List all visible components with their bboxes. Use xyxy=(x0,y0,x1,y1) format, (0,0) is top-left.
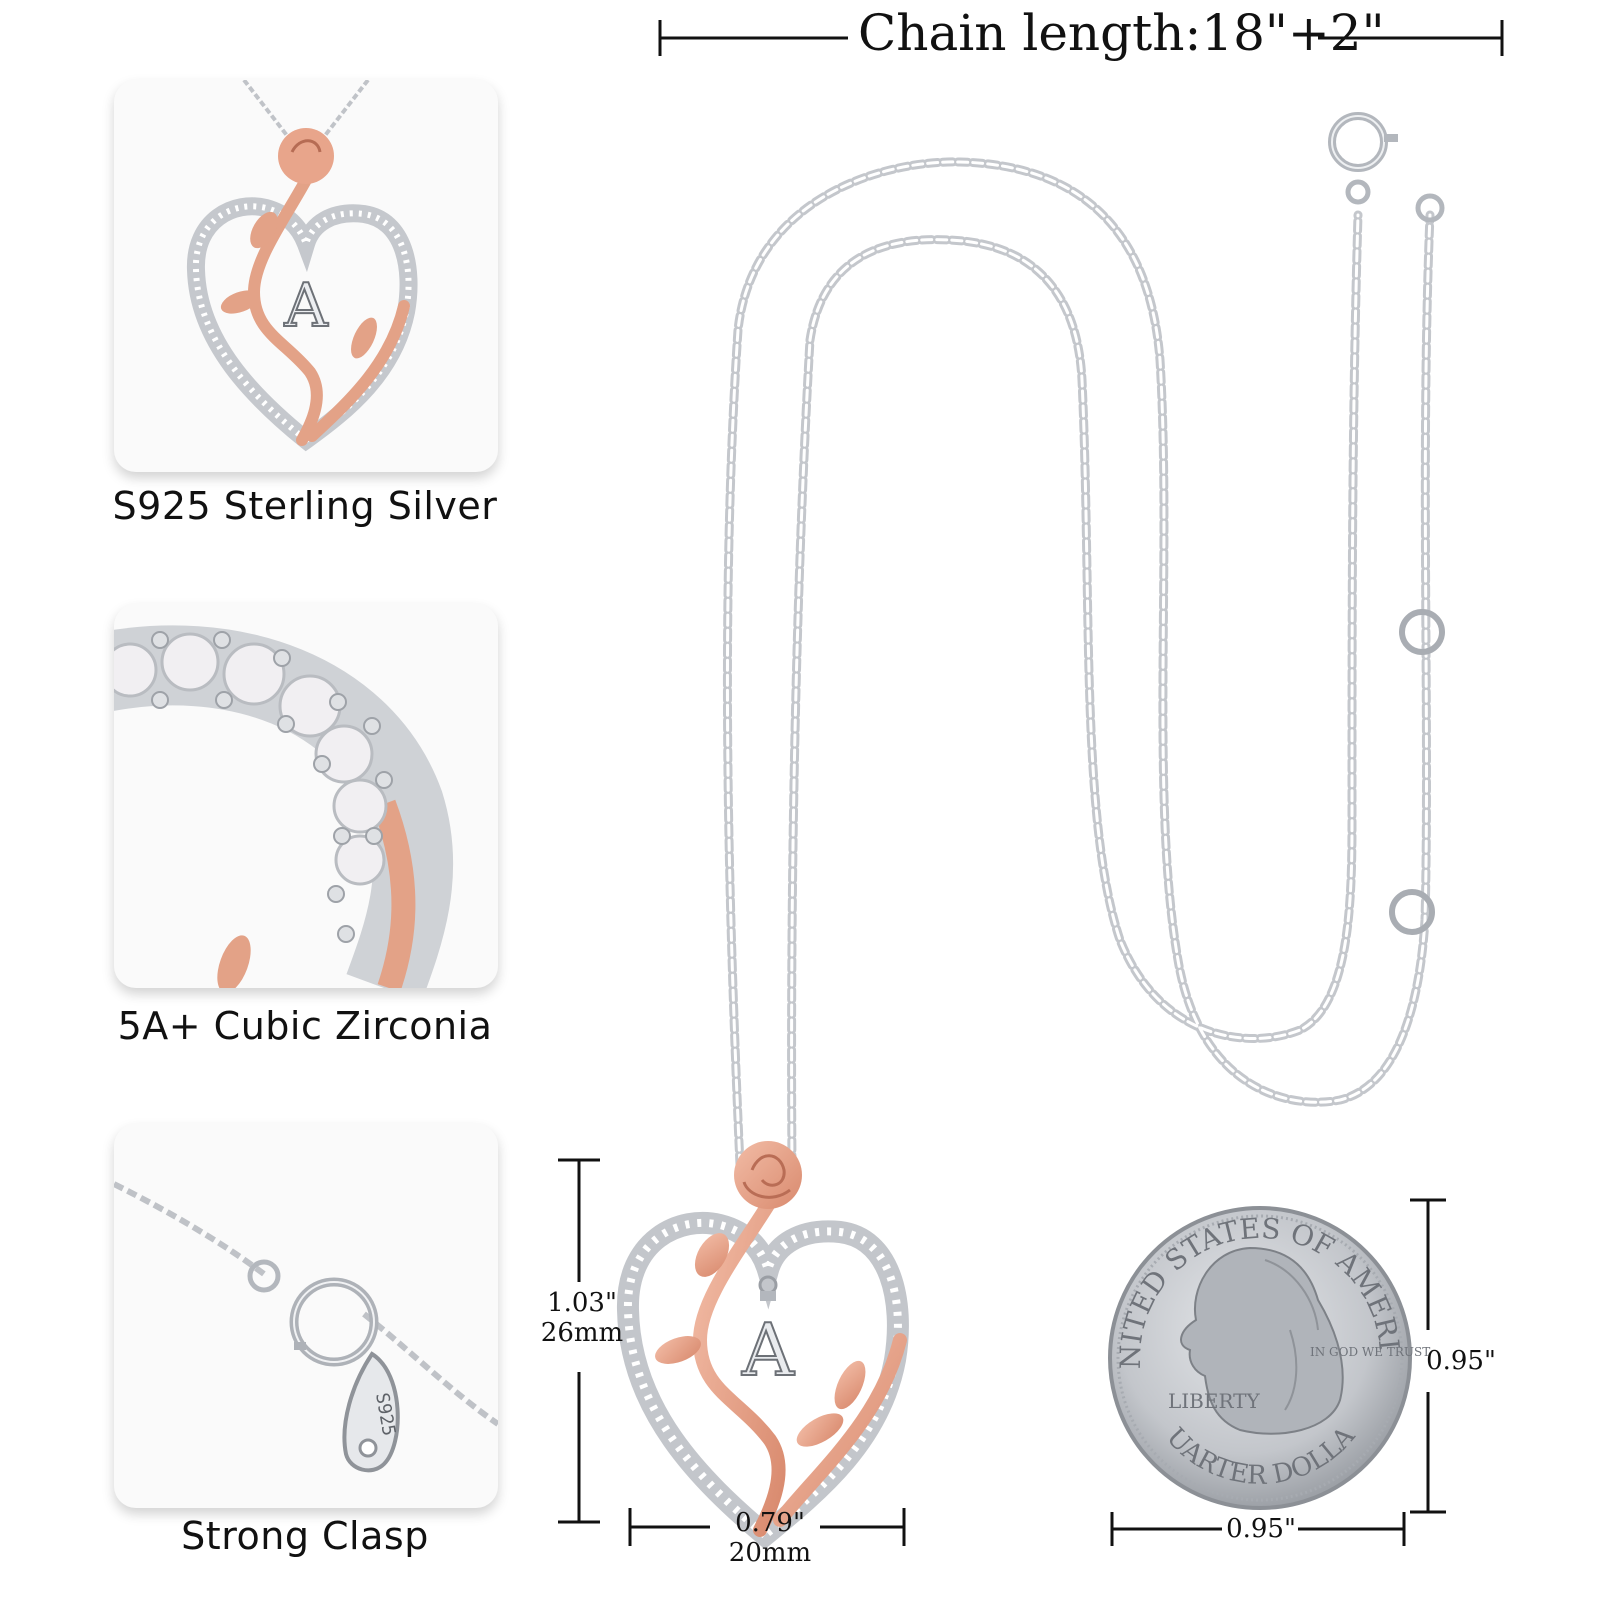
coin-height-label: 0.95" xyxy=(1426,1346,1496,1376)
svg-text:A: A xyxy=(283,271,328,341)
extender-rings xyxy=(1389,609,1445,935)
spring-ring-clasp xyxy=(1328,112,1445,223)
pendant-height-mm: 26mm xyxy=(540,1318,624,1348)
feature-tile-silver: A xyxy=(114,80,498,472)
zirconia-closeup xyxy=(114,625,454,988)
caption-strong-clasp: Strong Clasp xyxy=(181,1514,429,1558)
pendant-width-in: 0.79" xyxy=(735,1508,805,1538)
coin-height-dimension xyxy=(1410,1198,1446,1514)
necklace-chain xyxy=(722,157,1435,1170)
feature-tile-clasp: S925 xyxy=(114,1124,498,1508)
clasp-closeup: S925 xyxy=(114,1181,498,1473)
pendant-thumbnail: A xyxy=(186,80,418,452)
coin-width-label: 0.95" xyxy=(1226,1514,1296,1544)
pendant-width-mm: 20mm xyxy=(728,1538,812,1568)
chain-length-label: Chain length:18"+2" xyxy=(858,4,1385,62)
pendant-height-dimension xyxy=(558,1158,600,1524)
feature-tile-zirconia xyxy=(114,604,498,988)
pendant-height-label: 1.03" 26mm xyxy=(512,1288,652,1348)
coin-liberty-text: LIBERTY xyxy=(1168,1389,1261,1413)
pendant-width-label: 0.79" 20mm xyxy=(700,1508,840,1568)
pendant-height-in: 1.03" xyxy=(547,1288,617,1318)
pendant-width-dimension xyxy=(628,1508,906,1546)
pendant-initial: A xyxy=(741,1308,795,1392)
coin-width-dimension xyxy=(1110,1512,1406,1546)
caption-cubic-zirconia: 5A+ Cubic Zirconia xyxy=(117,1004,493,1048)
coin-motto-text: IN GOD WE TRUST xyxy=(1310,1345,1430,1359)
quarter-coin xyxy=(1108,1206,1412,1510)
caption-sterling-silver: S925 Sterling Silver xyxy=(112,484,498,528)
heart-pendant xyxy=(616,1141,909,1550)
chain-length-dimension xyxy=(658,20,1504,56)
